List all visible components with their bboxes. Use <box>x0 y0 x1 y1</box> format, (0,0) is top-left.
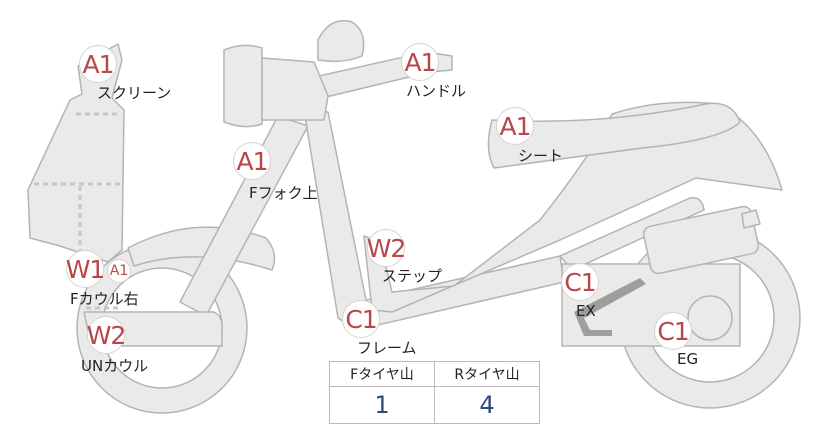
frame-label: フレーム <box>357 339 417 357</box>
exhaust-grade-badge: C1 <box>561 263 599 301</box>
under-cowl-label: UNカウル <box>81 357 149 375</box>
cowl-right-secondary-grade-badge: A1 <box>107 259 131 283</box>
scooter-body <box>363 101 783 313</box>
front-cowl <box>27 43 125 263</box>
tire-table-header-row: Fタイヤ山 Rタイヤ山 <box>329 361 540 387</box>
seat <box>487 102 741 169</box>
exhaust-pipe <box>559 197 705 271</box>
seat-grade-badge: A1 <box>496 107 534 145</box>
headlight-housing <box>261 57 329 121</box>
mirror <box>317 20 365 63</box>
engine-label: EG <box>677 350 699 368</box>
exhaust-outline <box>574 278 646 336</box>
front-tire-header: Fタイヤ山 <box>329 361 435 387</box>
engine-hub <box>687 295 733 341</box>
seat-label: シート <box>518 147 564 165</box>
shock-rod <box>741 209 761 229</box>
tire-table-value-row: 1 4 <box>329 386 540 424</box>
step-label: ステップ <box>382 267 443 285</box>
rear-tire-header: Rタイヤ山 <box>434 361 540 387</box>
front-tire-value: 1 <box>329 386 435 424</box>
engine-grade-badge: C1 <box>654 312 692 350</box>
handle-grade-badge: A1 <box>401 43 439 81</box>
fork-grade-badge: A1 <box>233 142 271 180</box>
headlight <box>223 44 263 128</box>
cowl-right-label: Fカウル右 <box>70 290 139 308</box>
tire-tread-table: Fタイヤ山 Rタイヤ山 1 4 <box>329 361 540 424</box>
rear-tire-value: 4 <box>434 386 540 424</box>
screen-label: スクリーン <box>97 84 172 102</box>
handle-label: ハンドル <box>406 82 467 100</box>
step-grade-badge: W2 <box>367 229 406 267</box>
frame-grade-badge: C1 <box>342 300 380 338</box>
screen-grade-badge: A1 <box>79 45 117 83</box>
fork-label: Fフォク上 <box>249 184 318 202</box>
under-cowl-grade-badge: W2 <box>87 316 126 354</box>
rear-shock <box>642 205 760 275</box>
exhaust-label: EX <box>576 302 596 320</box>
cowl-right-grade-badge: W1 <box>66 250 105 288</box>
